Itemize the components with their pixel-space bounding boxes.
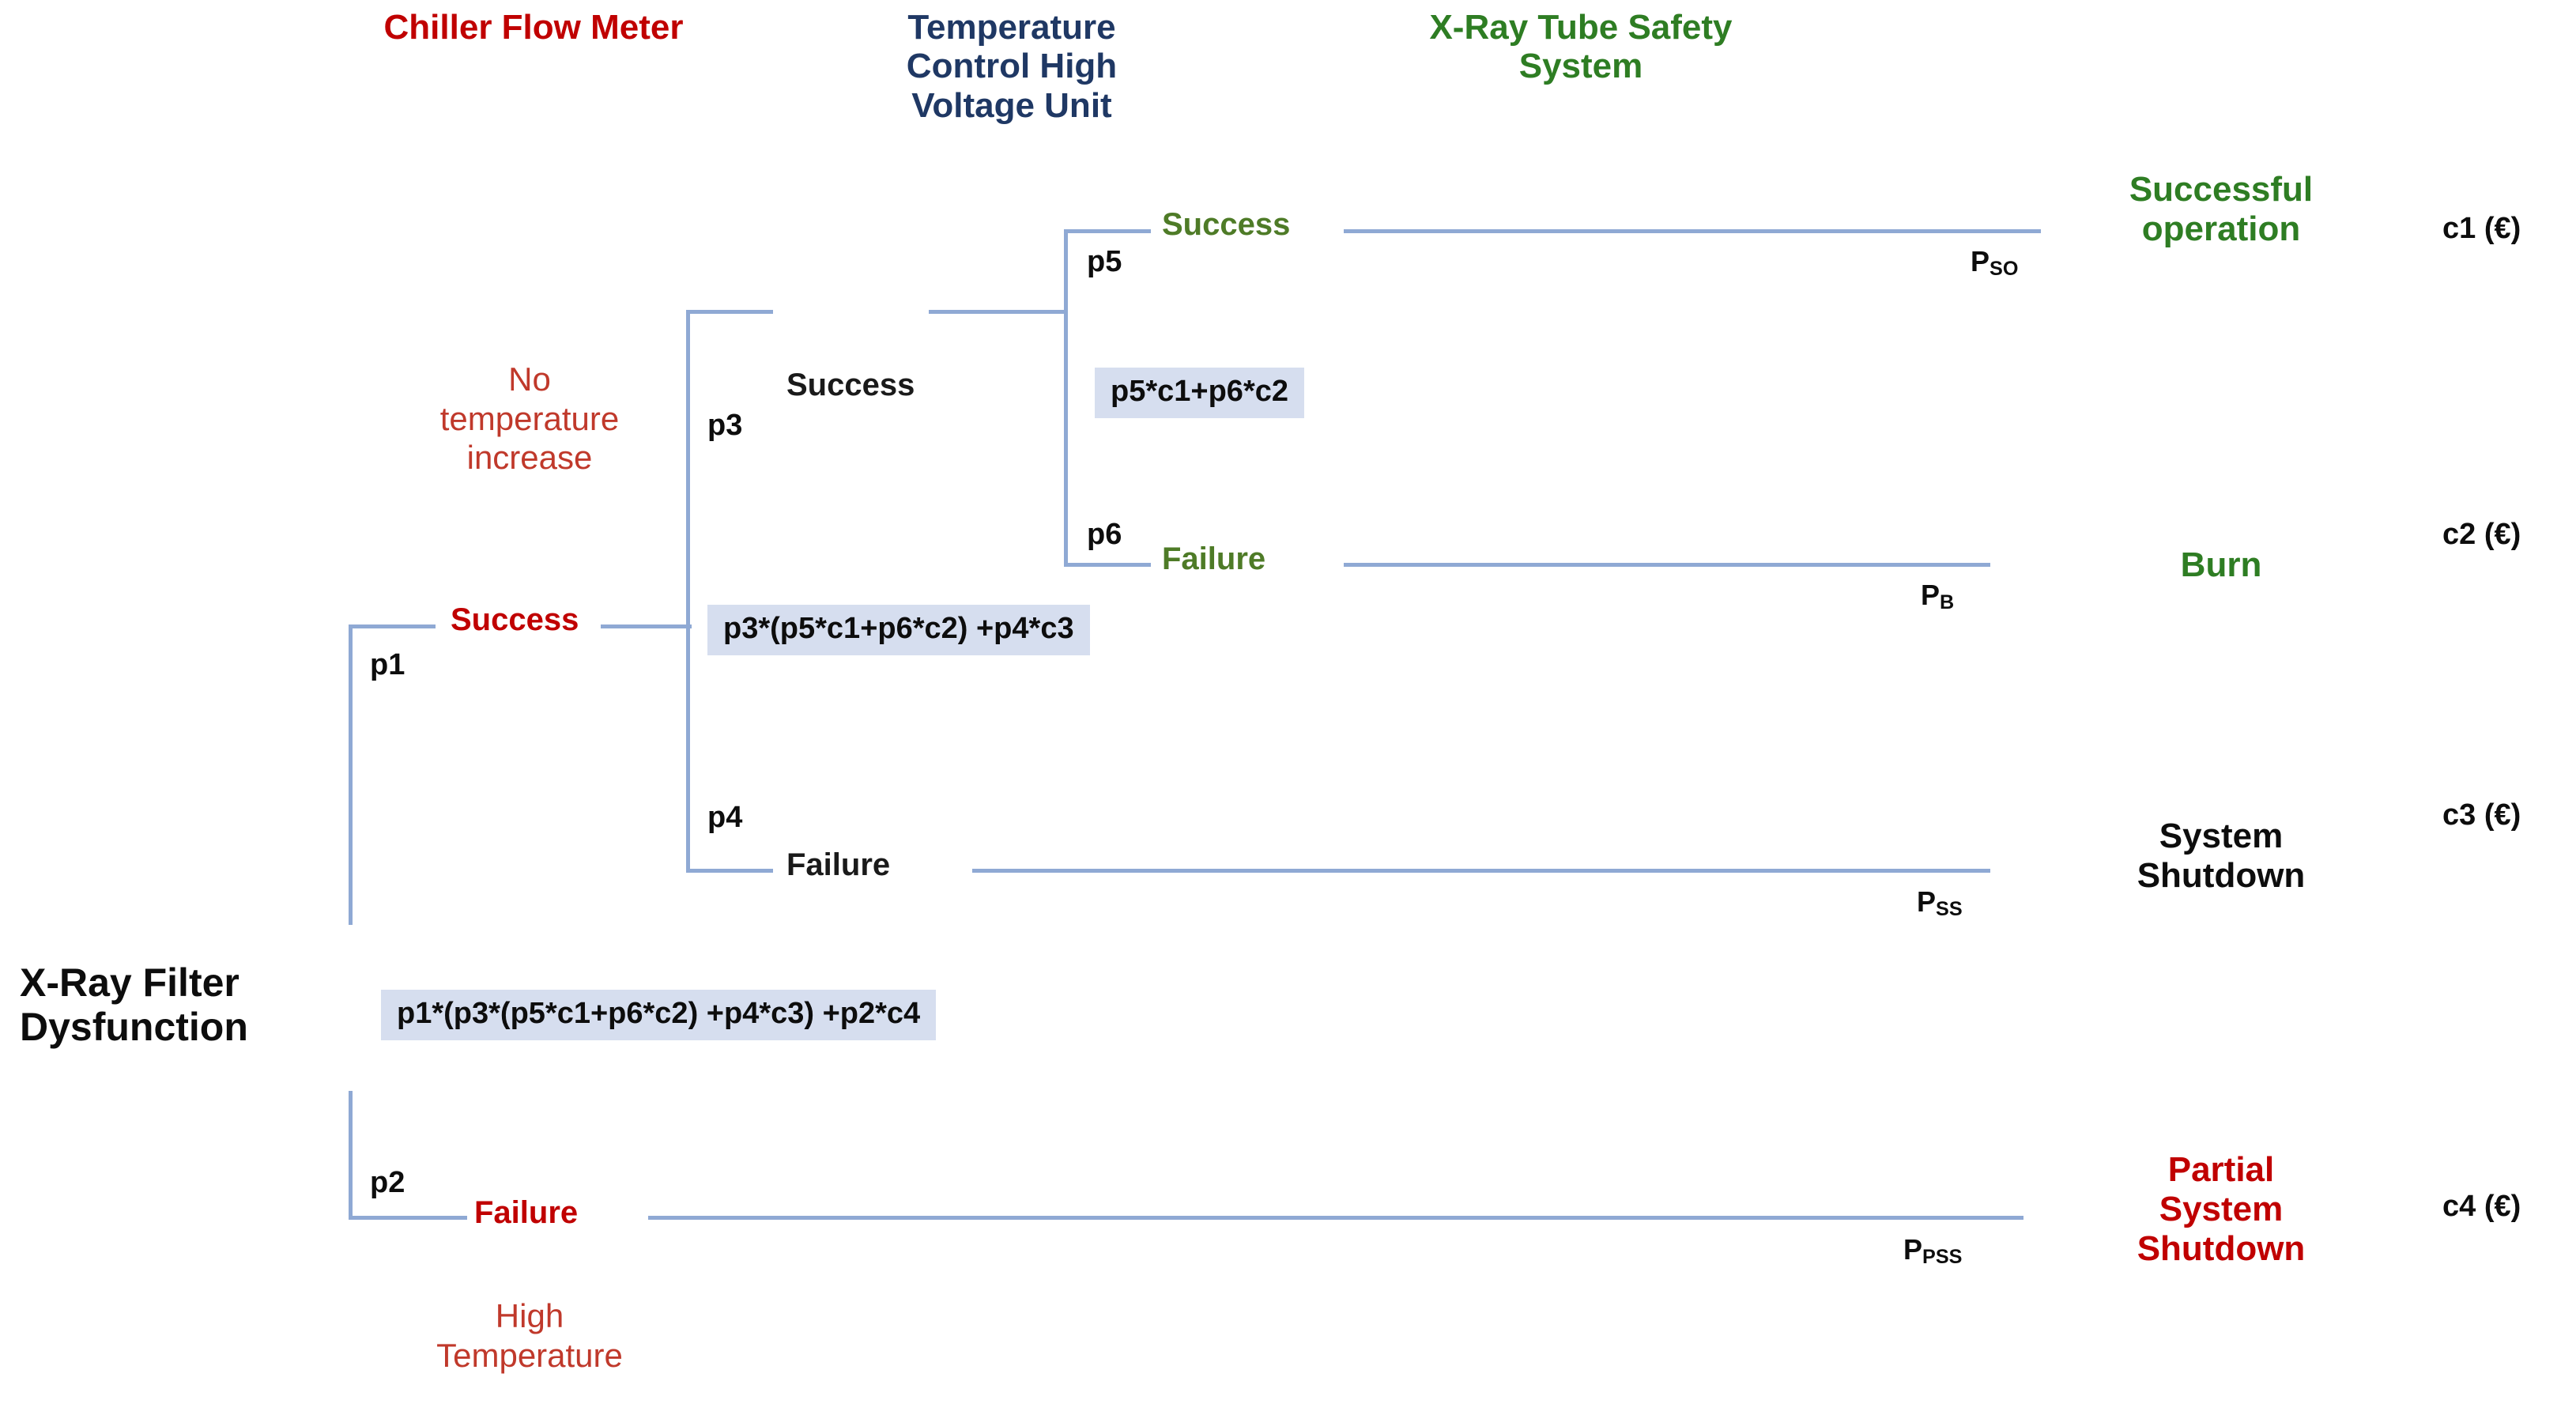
terminal-prob-subscript: SS <box>1936 897 1963 920</box>
probability-p2: p2 <box>370 1166 405 1199</box>
tree-line-p3-to-level3 <box>929 310 1067 314</box>
terminal-probability-partial-system-shutdown: PPSS <box>1903 1233 1963 1268</box>
cost-label-c2: c2 (€) <box>2442 518 2521 551</box>
tree-line-p1-to-level2 <box>601 624 692 628</box>
column-header-xray-tube-safety-system: X-Ray Tube Safety System <box>1429 8 1733 86</box>
cost-label-c4: c4 (€) <box>2442 1190 2521 1223</box>
terminal-probability-burn: PB <box>1921 579 1955 613</box>
tree-line-outcome-partial-system-shutdown <box>648 1216 2023 1220</box>
probability-p6: p6 <box>1087 518 1122 551</box>
terminal-prob-subscript: PSS <box>1922 1245 1963 1268</box>
probability-p3: p3 <box>707 409 743 442</box>
expression-box-level1: p1*(p3*(p5*c1+p6*c2) +p4*c3) +p2*c4 <box>381 990 937 1040</box>
branch-label-p4: Failure <box>786 847 891 882</box>
expression-box-level3: p5*c1+p6*c2 <box>1095 368 1304 418</box>
tree-line-p5-stub <box>1064 229 1151 233</box>
side-note-high-temperature: High Temperature <box>436 1297 623 1374</box>
branch-label-p2: Failure <box>474 1195 579 1230</box>
outcome-label-successful-operation: Successful operation <box>2129 170 2314 249</box>
outcome-label-burn: Burn <box>2180 545 2262 584</box>
tree-line-outcome-successful-operation <box>1344 229 2041 233</box>
side-note-no-temperature-increase: No temperature increase <box>439 360 620 477</box>
tree-line-p4-stub <box>686 869 773 873</box>
cost-label-c3: c3 (€) <box>2442 798 2521 832</box>
probability-p4: p4 <box>707 801 743 834</box>
terminal-prob-subscript: SO <box>1990 257 2019 280</box>
tree-line-p1-stub <box>349 624 436 628</box>
expression-box-level2: p3*(p5*c1+p6*c2) +p4*c3 <box>707 605 1090 655</box>
terminal-prob-base: P <box>1903 1233 1923 1266</box>
probability-p1: p1 <box>370 648 405 681</box>
tree-line-outcome-burn <box>1344 563 1990 567</box>
terminal-prob-base: P <box>1921 579 1940 611</box>
probability-p5: p5 <box>1087 245 1122 278</box>
terminal-probability-successful-operation: PSO <box>1971 245 2019 280</box>
branch-label-p6: Failure <box>1162 541 1266 576</box>
tree-line-level2-vertical <box>686 310 690 873</box>
tree-line-root-vertical-upper <box>349 624 353 925</box>
branch-label-p3: Success <box>786 368 915 402</box>
outcome-label-system-shutdown: System Shutdown <box>2137 817 2306 896</box>
column-header-chiller-flow-meter: Chiller Flow Meter <box>383 8 684 47</box>
tree-line-p2-stub <box>349 1216 467 1220</box>
tree-line-level3-vertical <box>1064 229 1068 565</box>
terminal-prob-base: P <box>1917 885 1937 918</box>
tree-line-outcome-system-shutdown <box>972 869 1990 873</box>
branch-label-p5: Success <box>1162 207 1291 242</box>
tree-line-p6-stub <box>1064 563 1151 567</box>
column-header-temperature-control-hv-unit: Temperature Control High Voltage Unit <box>906 8 1118 125</box>
branch-label-p1: Success <box>451 602 579 637</box>
root-node-label: X-Ray Filter Dysfunction <box>20 960 248 1049</box>
tree-line-root-vertical-lower <box>349 1091 353 1217</box>
outcome-label-partial-system-shutdown: Partial System Shutdown <box>2137 1150 2306 1269</box>
tree-line-p3-stub <box>686 310 773 314</box>
terminal-probability-system-shutdown: PSS <box>1917 885 1963 920</box>
terminal-prob-base: P <box>1971 245 1990 277</box>
terminal-prob-subscript: B <box>1940 591 1955 613</box>
cost-label-c1: c1 (€) <box>2442 212 2521 245</box>
